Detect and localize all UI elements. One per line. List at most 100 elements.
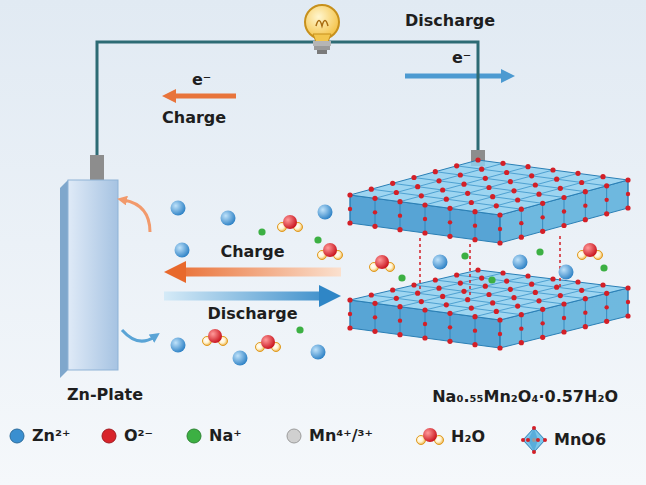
mno6-layer [554,285,559,290]
mno6-layer [540,215,544,219]
light-bulb [317,50,327,54]
mno6-layer [433,277,438,282]
octahedron-icon [532,438,536,442]
mno6-layer [375,163,503,198]
water-molecule [578,243,603,260]
mno6-layer [525,273,530,278]
mno6-layer [347,192,352,197]
mno6-layer [540,335,545,340]
mno6-layer [461,182,466,187]
mno6-layer [394,296,399,301]
mno6-layer [423,217,427,221]
mno6-layer [414,285,564,304]
water-molecule [370,263,379,272]
mno6-layer [372,196,377,201]
mno6-layer [519,326,523,330]
octahedron-icon [532,450,536,454]
mno6-layer [497,212,502,217]
mno6-layer [561,223,566,228]
electron-arrows [172,94,236,99]
mno6-layer [475,212,476,240]
mno6-layer [561,195,566,200]
mno6-layer [469,306,474,311]
legend-swatch [102,429,116,443]
mno6-layer [483,284,488,289]
zinc-ion [318,205,333,220]
water-molecule [318,243,343,260]
water-molecule [578,251,587,260]
zinc-ion [171,338,186,353]
octahedron-icon [526,438,530,442]
mno6-layer [348,207,352,211]
legend-label: Zn²⁺ [32,426,70,445]
water-molecule [583,243,597,257]
interlayer-pillar [419,238,421,292]
node-label: Zn-Plate [67,385,143,410]
mno6-layer [521,315,522,343]
mno6-layer [529,173,534,178]
water-molecule [323,243,337,257]
mno6-layer [369,292,374,297]
mno6-layer [433,169,438,174]
mno6-layer [425,170,553,205]
mno6-layer [422,202,427,207]
mno6-layer [472,237,477,242]
mno6-layer [347,325,352,330]
legend-item: MnO6 [520,426,606,454]
zinc-ion [171,201,186,216]
mno6-layer [504,279,509,284]
mno6-layer [350,270,628,320]
mno6-layer [450,282,578,313]
anode-plate: Zn-Plate [50,155,160,410]
water-molecule [256,335,281,352]
mno6-layer [497,240,502,245]
mno6-layer [475,267,480,272]
water-molecule [219,337,228,346]
mno6-layer [529,282,534,287]
electron-label: e⁻ [192,70,211,89]
mno6-layer [444,302,449,307]
mno6-layer [422,335,427,340]
mno6-layer [400,307,401,335]
mno6-layer [600,282,605,287]
water-molecule [203,337,212,346]
mno6-layer [435,280,585,299]
mno6-layer [465,297,470,302]
mno6-layer [558,186,563,191]
mno6-layer [500,320,501,348]
mno6-layer [604,305,608,309]
mno6-layer [600,174,605,179]
mno6-layer [394,190,399,195]
water-molecule [294,223,303,232]
electron-arrows [405,74,505,79]
mno6-layer [583,310,587,314]
direction-label: Charge [162,108,226,127]
mno6-layer [508,287,513,292]
mno6-layer [450,173,578,208]
mno6-layer [397,227,402,232]
sodium-ion [488,276,495,283]
sodium-ion [461,252,468,259]
mno6-layer [561,329,566,334]
zinc-plate [60,155,118,378]
edge-label: Charge [220,242,284,261]
mno6-layer [350,195,351,223]
mno6-layer [625,285,630,290]
mno6-layer [519,207,524,212]
mno6-layer [498,332,502,336]
octahedron-icon [520,426,548,454]
mno6-layer [422,307,427,312]
legend-swatch [285,427,303,445]
water-molecule [278,223,287,232]
legend-label: Mn⁴⁺/³⁺ [309,426,373,445]
mno6-layer [606,293,607,321]
mno6-layer [562,209,566,213]
mno6-layer [519,312,524,317]
octahedron-icon [536,438,540,442]
mno6-layer [397,332,402,337]
mno6-layer [350,195,500,243]
mno6-layer [628,288,629,316]
zinc-ion [221,211,236,226]
mno6-layer [475,177,603,212]
